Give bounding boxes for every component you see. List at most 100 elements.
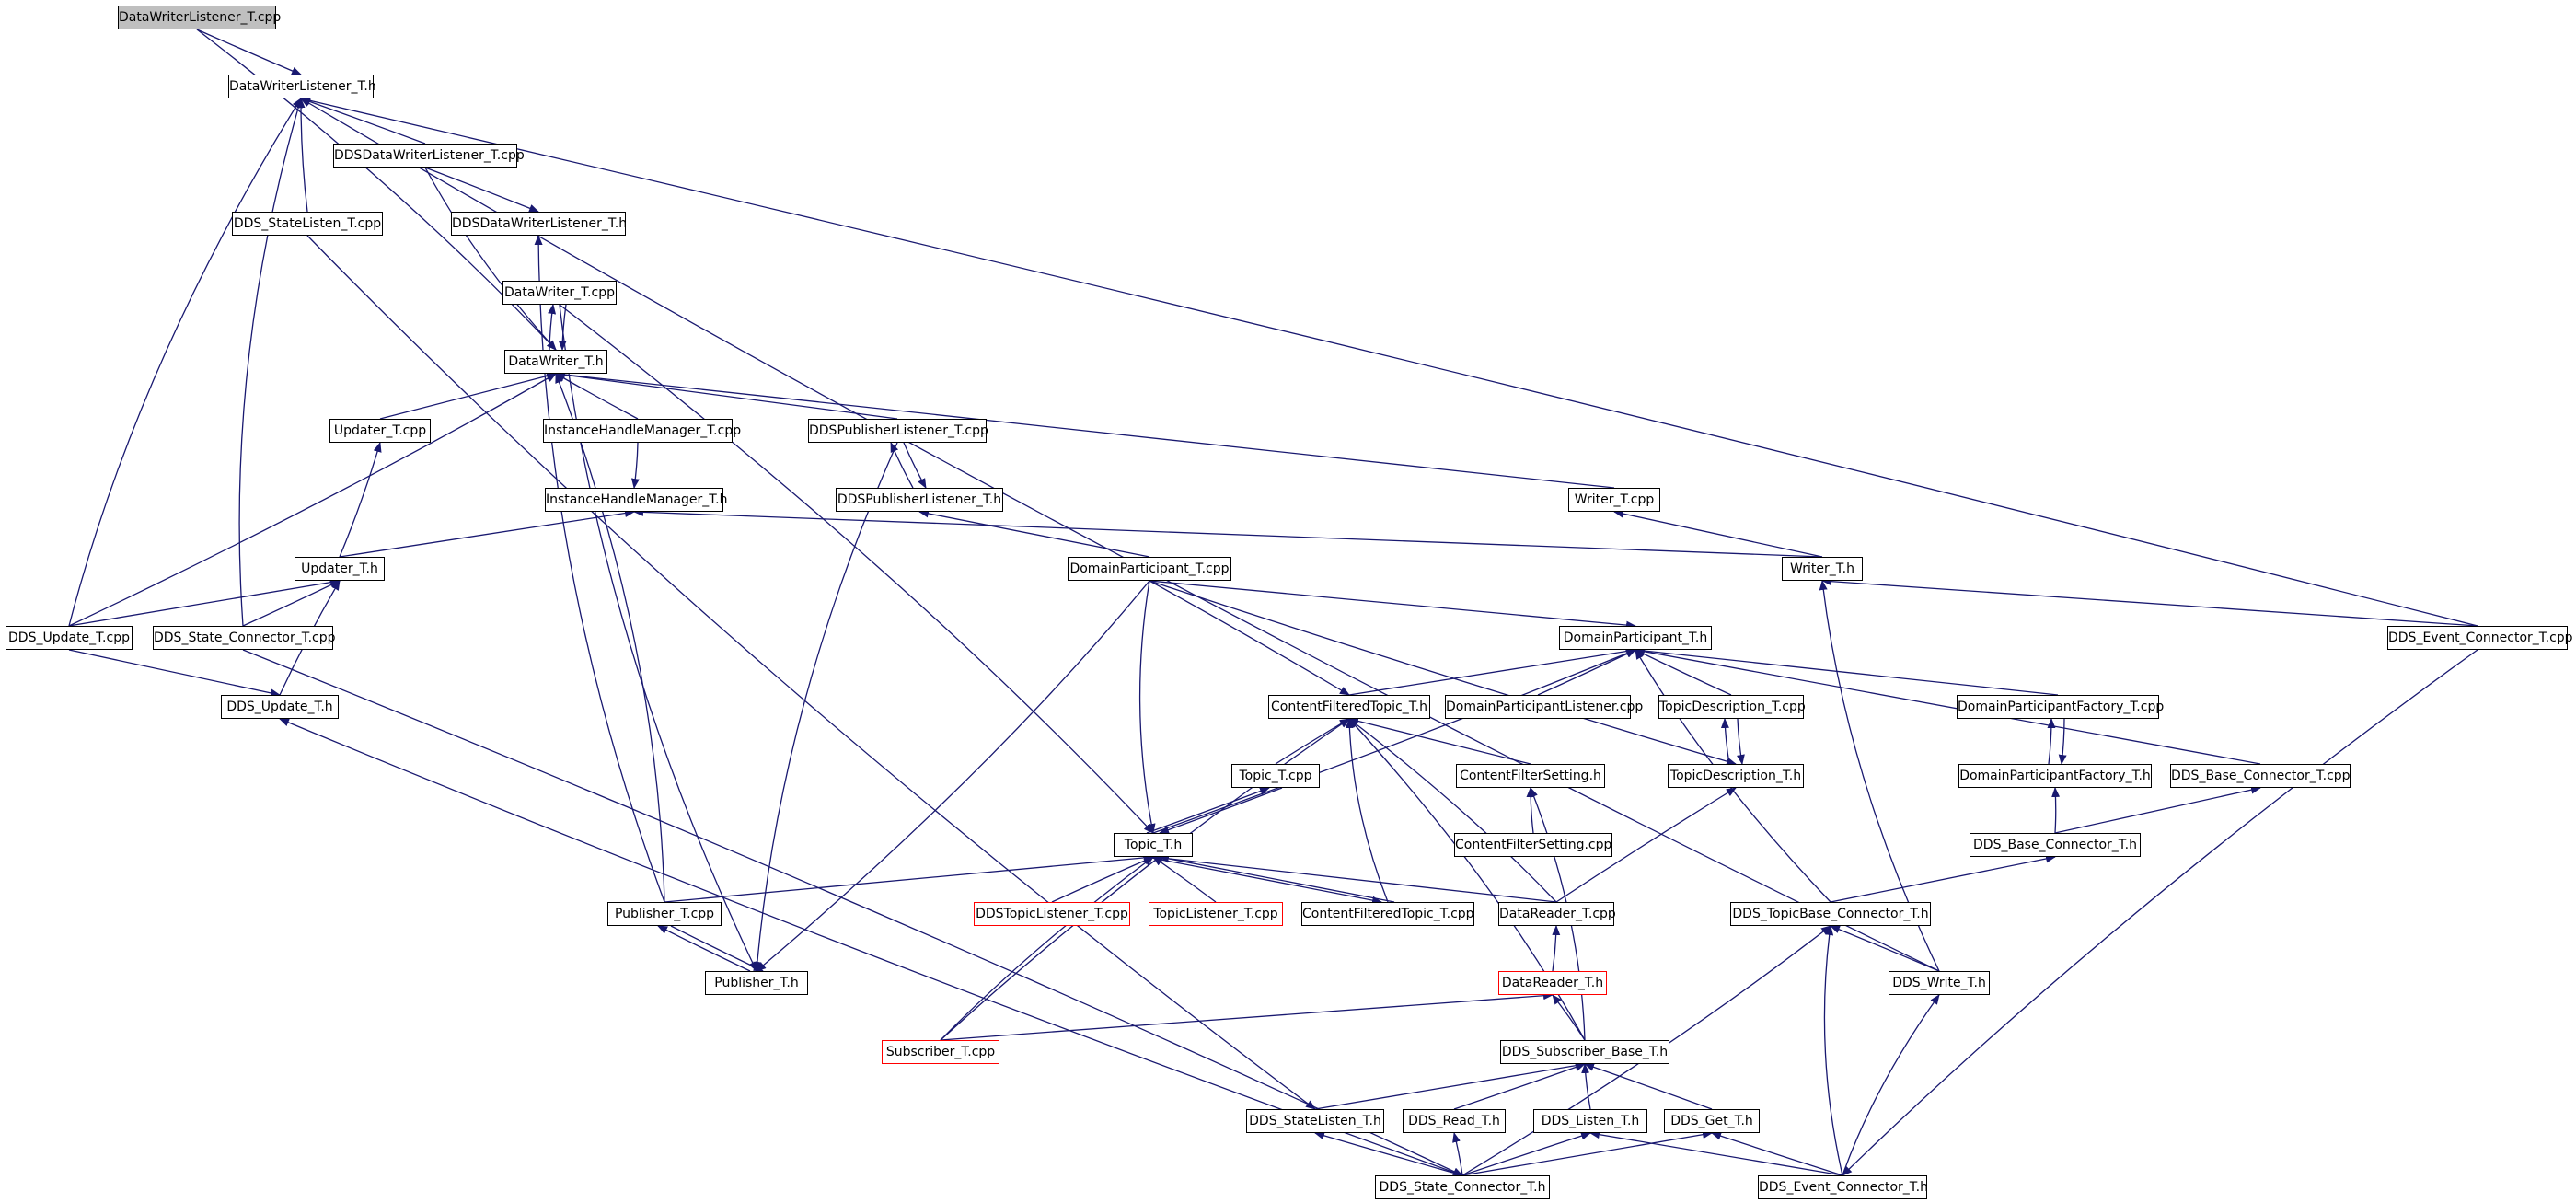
node-dds-subscriber-base-t-h[interactable]: DDS_Subscriber_Base_T.h — [1500, 1040, 1669, 1064]
node-instancehandlemanager-t-h[interactable]: InstanceHandleManager_T.h — [545, 488, 728, 512]
edge-dpf_cpp-to-dp_h — [1635, 646, 2059, 696]
node-dds-update-t-h[interactable]: DDS_Update_T.h — [221, 695, 339, 719]
node-writer-t-h[interactable]: Writer_T.h — [1782, 557, 1863, 581]
edge-wr_h-to-ihm_h — [633, 507, 1823, 558]
edge-dpt_cpp-to-cft_h — [1149, 580, 1350, 696]
node-domainparticipantfactory-t-cpp[interactable]: DomainParticipantFactory_T.cpp — [1957, 695, 2164, 719]
edge-topic_h-to-topic_cpp — [1146, 787, 1270, 834]
edge-dr_h-to-dr_cpp — [1552, 925, 1561, 972]
node-topic-t-h[interactable]: Topic_T.h — [1114, 833, 1193, 857]
node-publisher-t-cpp[interactable]: Publisher_T.cpp — [607, 902, 722, 926]
node-dds-listen-t-h[interactable]: DDS_Listen_T.h — [1533, 1109, 1647, 1133]
node-dds-get-t-h[interactable]: DDS_Get_T.h — [1664, 1109, 1760, 1133]
node-contentfilteredtopic-t-cpp[interactable]: ContentFilteredTopic_T.cpp — [1301, 902, 1474, 926]
node-contentfiltersetting-cpp[interactable]: ContentFilterSetting.cpp — [1454, 833, 1612, 857]
edge-dpl_cpp-to-dp_h — [1537, 649, 1636, 696]
node-ddsdatawriterlistener-t-cpp[interactable]: DDSDataWriterListener_T.cpp — [333, 144, 525, 168]
node-ddsdatawriterlistener-t-h[interactable]: DDSDataWriterListener_T.h — [451, 212, 627, 236]
node-topiclistener-t-cpp[interactable]: TopicListener_T.cpp — [1149, 902, 1283, 926]
edge-dwl_cpp-to-dwl_h — [196, 29, 302, 75]
edge-dr_cpp-to-topic_h — [1152, 853, 1557, 903]
node-datawriter-t-cpp[interactable]: DataWriter_T.cpp — [502, 281, 617, 305]
edge-dsc_cpp-to-sc_h — [242, 649, 1463, 1176]
edge-ec_h-to-get_h — [1711, 1131, 1843, 1176]
node-datawriter-t-h[interactable]: DataWriter_T.h — [504, 350, 607, 374]
edge-pub_h-to-pub_cpp — [657, 925, 751, 972]
edge-ddsupd_cpp-to-dw_h — [68, 373, 557, 627]
edge-topic_cpp-to-topic_h — [1159, 787, 1283, 834]
edge-ddsupd_cpp-to-upd_h — [68, 578, 341, 627]
node-domainparticipantlistener-cpp[interactable]: DomainParticipantListener.cpp — [1445, 695, 1643, 719]
edge-dec_cpp-to-wr_h — [1821, 577, 2478, 627]
edge-wr_h-to-wr_cpp — [1613, 509, 1823, 558]
edge-ddspl_h-to-ddspl_cpp — [890, 442, 914, 489]
node-dds-event-connector-t-h[interactable]: DDS_Event_Connector_T.h — [1758, 1175, 1928, 1199]
node-dds-update-t-cpp[interactable]: DDS_Update_T.cpp — [6, 626, 133, 650]
edge-stl_h-to-sb_h — [1314, 1061, 1586, 1110]
edge-ddspl_cpp-to-pub_h — [753, 442, 898, 972]
edge-sc_h-to-read_h — [1452, 1132, 1463, 1176]
node-dds-write-t-h[interactable]: DDS_Write_T.h — [1889, 971, 1990, 995]
node-ddstopiclistener-t-cpp[interactable]: DDSTopicListener_T.cpp — [974, 902, 1130, 926]
edge-pub_cpp-to-ddsdwl_h — [534, 235, 665, 903]
edge-sub_cpp-to-cft_h — [940, 718, 1350, 1041]
node-domainparticipant-t-h[interactable]: DomainParticipant_T.h — [1559, 626, 1712, 650]
node-domainparticipantfactory-t-h[interactable]: DomainParticipantFactory_T.h — [1958, 764, 2152, 788]
edge-dr_cpp-to-cft_h — [1348, 718, 1557, 903]
node-topicdescription-t-cpp[interactable]: TopicDescription_T.cpp — [1658, 695, 1806, 719]
node-contentfilteredtopic-t-h[interactable]: ContentFilteredTopic_T.h — [1268, 695, 1430, 719]
node-dds-statelisten-t-h[interactable]: DDS_StateListen_T.h — [1246, 1109, 1384, 1133]
edge-upd_h-to-ihm_h — [339, 509, 635, 558]
edge-dpf_cpp-to-dpf_h — [2058, 718, 2067, 765]
edge-dpt_cpp-to-topic_h — [1138, 580, 1156, 834]
edge-sub_cpp-to-topic_h — [940, 856, 1154, 1041]
edge-bc_h-to-bc_cpp — [2054, 785, 2261, 834]
edge-topic_h-to-cft_cpp — [1146, 856, 1382, 905]
node-ddspublisherlistener-t-h[interactable]: DDSPublisherListener_T.h — [836, 488, 1003, 512]
node-datawriterlistener-t-cpp[interactable]: DataWriterListener_T.cpp — [118, 6, 281, 29]
node-domainparticipant-t-cpp[interactable]: DomainParticipant_T.cpp — [1068, 557, 1231, 581]
edge-dw_cpp-to-dw_h — [558, 304, 567, 351]
node-dds-topicbase-connector-t-h[interactable]: DDS_TopicBase_Connector_T.h — [1730, 902, 1931, 926]
node-ddspublisherlistener-t-cpp[interactable]: DDSPublisherListener_T.cpp — [808, 419, 988, 443]
node-datareader-t-cpp[interactable]: DataReader_T.cpp — [1498, 902, 1616, 926]
edge-ihm_cpp-to-ihm_h — [630, 442, 640, 489]
edge-stl_cpp-to-stl_h — [306, 235, 1316, 1110]
node-dds-base-connector-t-h[interactable]: DDS_Base_Connector_T.h — [1970, 833, 2141, 857]
edge-topic_cpp-to-cft_h — [1275, 718, 1350, 765]
node-dds-statelisten-t-cpp[interactable]: DDS_StateListen_T.cpp — [232, 212, 383, 236]
node-publisher-t-h[interactable]: Publisher_T.h — [705, 971, 808, 995]
node-updater-t-cpp[interactable]: Updater_T.cpp — [329, 419, 431, 443]
node-datareader-t-h[interactable]: DataReader_T.h — [1498, 971, 1607, 995]
node-dds-base-connector-t-cpp[interactable]: DDS_Base_Connector_T.cpp — [2170, 764, 2351, 788]
edge-pub_cpp-to-pub_h — [670, 925, 764, 972]
node-writer-t-cpp[interactable]: Writer_T.cpp — [1568, 488, 1660, 512]
edge-pub_cpp-to-topic_h — [664, 853, 1154, 903]
node-instancehandlemanager-t-cpp[interactable]: InstanceHandleManager_T.cpp — [543, 419, 741, 443]
edge-cft_cpp-to-topic_h — [1159, 854, 1395, 903]
edge-dsc_cpp-to-dwl_h — [238, 98, 303, 627]
edge-ec_h-to-tbc_h — [1823, 925, 1843, 1176]
node-contentfiltersetting-h[interactable]: ContentFilterSetting.h — [1456, 764, 1605, 788]
edge-dec_cpp-to-ec_h — [1842, 649, 2478, 1176]
edge-tbc_h-to-bc_h — [1830, 854, 2056, 903]
node-updater-t-h[interactable]: Updater_T.h — [295, 557, 385, 581]
edge-write_h-to-tbc_h — [1830, 925, 1940, 972]
node-datawriterlistener-t-h[interactable]: DataWriterListener_T.h — [228, 75, 376, 98]
edge-sc_h-to-ddsupd_h — [279, 718, 1463, 1176]
node-subscriber-t-cpp[interactable]: Subscriber_T.cpp — [882, 1040, 999, 1064]
edge-dpt_cpp-to-td_h — [1149, 580, 1737, 766]
node-topic-t-cpp[interactable]: Topic_T.cpp — [1231, 764, 1320, 788]
edge-td_h-to-td_cpp — [1720, 718, 1730, 765]
node-dds-state-connector-t-cpp[interactable]: DDS_State_Connector_T.cpp — [153, 626, 336, 650]
edge-ddsdwl_cpp-to-ddsdwl_h — [424, 167, 539, 213]
node-dds-event-connector-t-cpp[interactable]: DDS_Event_Connector_T.cpp — [2387, 626, 2573, 650]
node-topicdescription-t-h[interactable]: TopicDescription_T.h — [1668, 764, 1804, 788]
edge-bc_h-to-dpf_h — [2051, 787, 2061, 834]
edge-dpt_cpp-to-dp_h — [1149, 580, 1636, 630]
edge-dpf_h-to-dpf_cpp — [2047, 718, 2056, 765]
node-dds-read-t-h[interactable]: DDS_Read_T.h — [1403, 1109, 1506, 1133]
edge-dw_cpp-to-pub_h — [559, 304, 757, 972]
node-dds-state-connector-t-h[interactable]: DDS_State_Connector_T.h — [1375, 1175, 1550, 1199]
edge-sc_h-to-get_h — [1461, 1130, 1713, 1176]
